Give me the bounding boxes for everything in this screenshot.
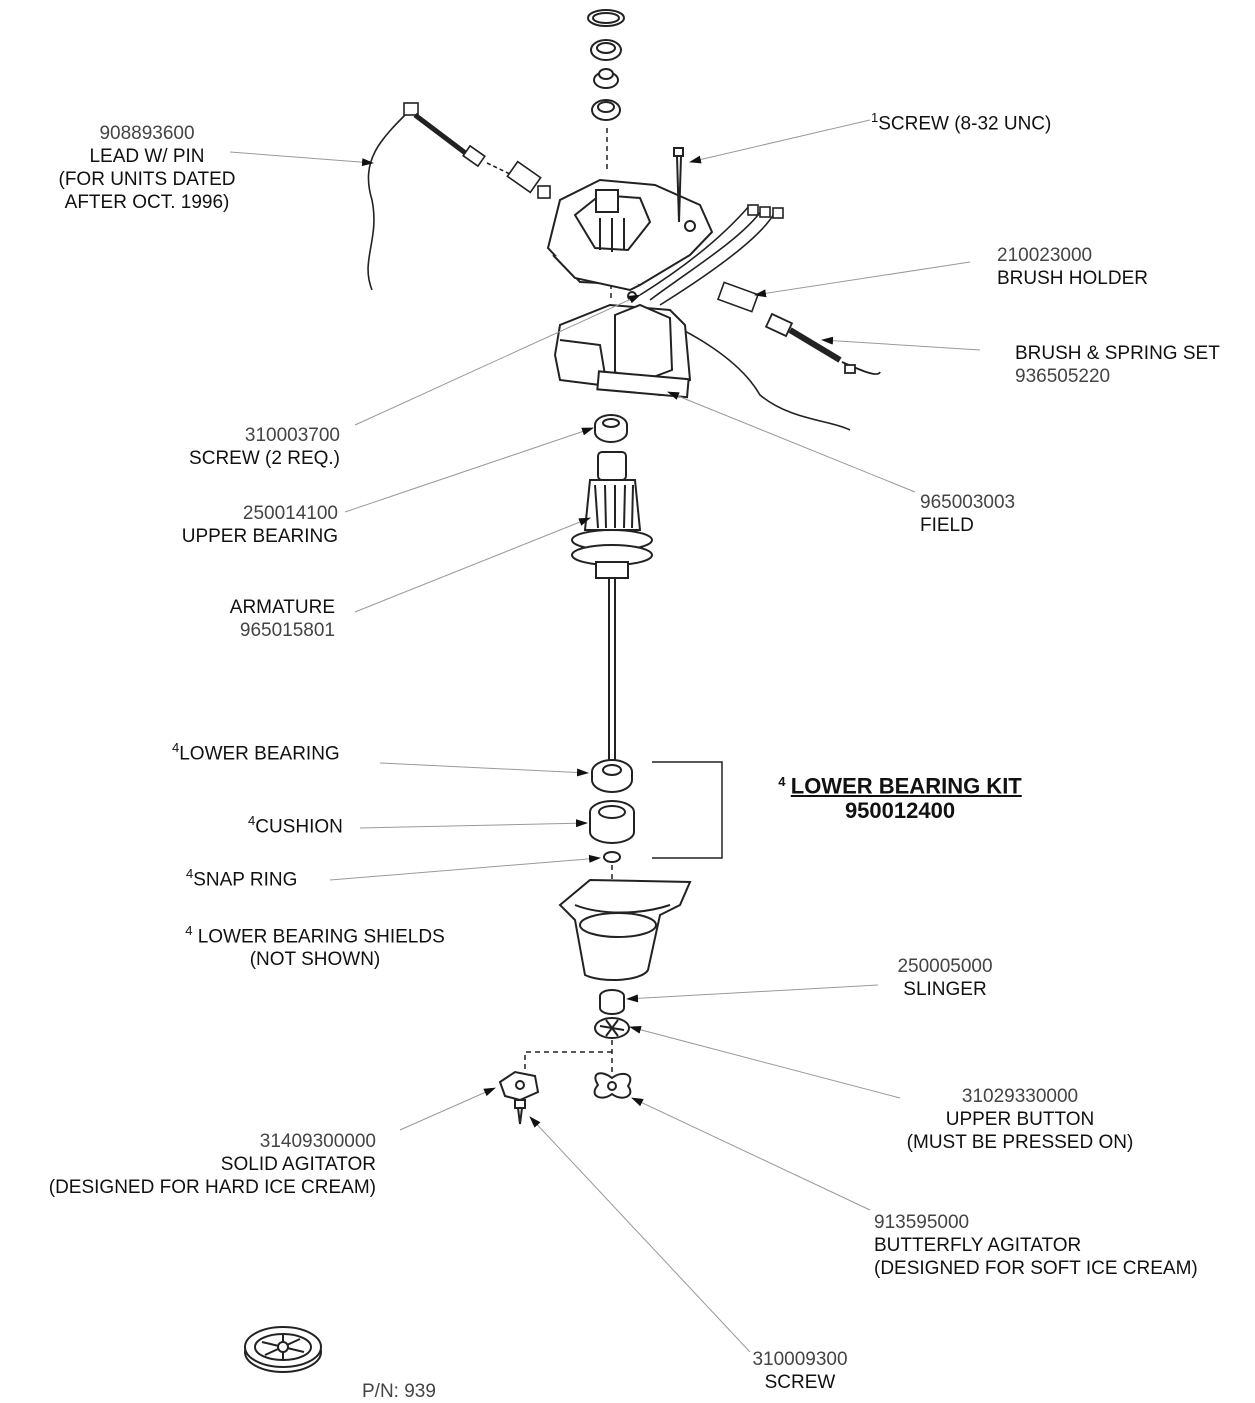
part-number: 908893600 [99, 123, 195, 144]
part-number: 965003003 [920, 492, 1016, 513]
part-note: (NOT SHOWN) [249, 949, 381, 971]
part-name: SCREW (8-32 UNC) [878, 113, 1052, 135]
part-name: ARMATURE [229, 597, 335, 618]
label-upper-bearing: 250014100 UPPER BEARING [120, 502, 338, 548]
part-name: BRUSH HOLDER [997, 268, 1148, 289]
brush-spring-set-icon [764, 312, 881, 375]
footnote-marker: 4 [185, 923, 193, 938]
cushion-icon [589, 800, 635, 844]
label-brush-spring-set: BRUSH & SPRING SET 936505220 [1015, 342, 1220, 388]
lower-bearing-icon [591, 759, 633, 793]
part-name: BUTTERFLY AGITATOR [874, 1235, 1082, 1256]
part-number: 310003700 [244, 425, 340, 446]
part-name: LOWER BEARING SHIELDS [192, 926, 445, 948]
footnote-marker: 4 [248, 813, 256, 828]
part-number: 250005000 [897, 956, 993, 977]
lower-housing-icon [558, 878, 692, 982]
label-lead-with-pin: 908893600 LEAD W/ PIN (FOR UNITS DATED A… [12, 122, 282, 214]
part-name: LOWER BEARING [179, 743, 340, 765]
label-brush-holder: 210023000 BRUSH HOLDER [997, 244, 1148, 290]
part-note: (DESIGNED FOR HARD ICE CREAM) [48, 1177, 376, 1198]
label-armature: ARMATURE 965015801 [140, 596, 335, 642]
part-number: 936505220 [1015, 366, 1111, 387]
label-cushion: 4CUSHION [248, 809, 343, 838]
part-note: AFTER OCT. 1996) [64, 192, 230, 213]
upper-button-icon [594, 1017, 630, 1039]
label-field: 965003003 FIELD [920, 491, 1015, 537]
label-solid-agitator: 31409300000 SOLID AGITATOR (DESIGNED FOR… [8, 1130, 376, 1199]
top-screw-icon [673, 147, 684, 223]
part-number: 913595000 [874, 1212, 970, 1233]
label-butterfly-agitator: 913595000 BUTTERFLY AGITATOR (DESIGNED F… [874, 1211, 1198, 1280]
part-name: SLINGER [903, 979, 987, 1000]
part-number: 250014100 [242, 503, 338, 524]
kit-name: LOWER BEARING KIT [790, 773, 1022, 799]
label-bottom-screw: 310009300 SCREW [735, 1348, 865, 1394]
part-note: (FOR UNITS DATED [58, 169, 236, 190]
part-name: LEAD W/ PIN [89, 146, 205, 167]
field-icon [553, 303, 692, 399]
kit-bracket [652, 761, 723, 859]
part-number: 965015801 [239, 620, 335, 641]
footnote-marker: 4 [172, 740, 180, 755]
part-name: BRUSH & SPRING SET [1015, 343, 1220, 364]
part-name: FIELD [920, 515, 974, 536]
part-number: 31029330000 [961, 1086, 1079, 1107]
upper-bearing-icon [594, 414, 628, 443]
leader-lines [229, 119, 981, 1353]
part-number: 210023000 [997, 245, 1093, 266]
part-name: CUSHION [255, 816, 343, 838]
kit-number: 950012400 [844, 798, 956, 824]
label-lower-bearing: 4LOWER BEARING [172, 736, 340, 765]
footnote-marker: 1 [871, 110, 879, 125]
part-name: SNAP RING [193, 869, 298, 891]
part-name: UPPER BEARING [181, 526, 338, 547]
part-number: 310009300 [752, 1349, 848, 1370]
part-name: SOLID AGITATOR [220, 1154, 376, 1175]
label-snap-ring: 4SNAP RING [186, 862, 297, 891]
pn-939-wheel-icon [244, 1326, 322, 1373]
label-slinger: 250005000 SLINGER [860, 955, 1030, 1001]
label-pn-939: P/N: 939 [362, 1380, 436, 1403]
solid-agitator-icon [498, 1070, 540, 1125]
label-screw-2-req: 310003700 SCREW (2 REQ.) [120, 424, 340, 470]
part-number: P/N: 939 [362, 1381, 436, 1402]
butterfly-agitator-icon [593, 1072, 632, 1099]
label-lower-bearing-kit: 4 LOWER BEARING KIT 950012400 [745, 770, 1055, 822]
slinger-icon [599, 989, 625, 1015]
part-name: UPPER BUTTON [945, 1109, 1095, 1130]
motor-housing-icon [546, 178, 714, 292]
part-number: 31409300000 [259, 1131, 376, 1152]
footnote-marker: 4 [186, 866, 194, 881]
part-name: SCREW [764, 1372, 836, 1393]
top-seals-icon [587, 9, 625, 121]
footnote-marker: 4 [778, 774, 786, 789]
part-note: (MUST BE PRESSED ON) [906, 1132, 1134, 1153]
part-note: (DESIGNED FOR SOFT ICE CREAM) [874, 1258, 1198, 1279]
label-upper-button: 31029330000 UPPER BUTTON (MUST BE PRESSE… [895, 1085, 1145, 1154]
snap-ring-icon [603, 851, 621, 863]
part-name: SCREW (2 REQ.) [189, 448, 340, 469]
label-top-screw: 1SCREW (8-32 UNC) [871, 106, 1051, 135]
armature-icon [571, 451, 653, 760]
label-lower-bearing-shields: 4 LOWER BEARING SHIELDS (NOT SHOWN) [160, 919, 470, 971]
lead-with-pin-icon [367, 102, 551, 291]
